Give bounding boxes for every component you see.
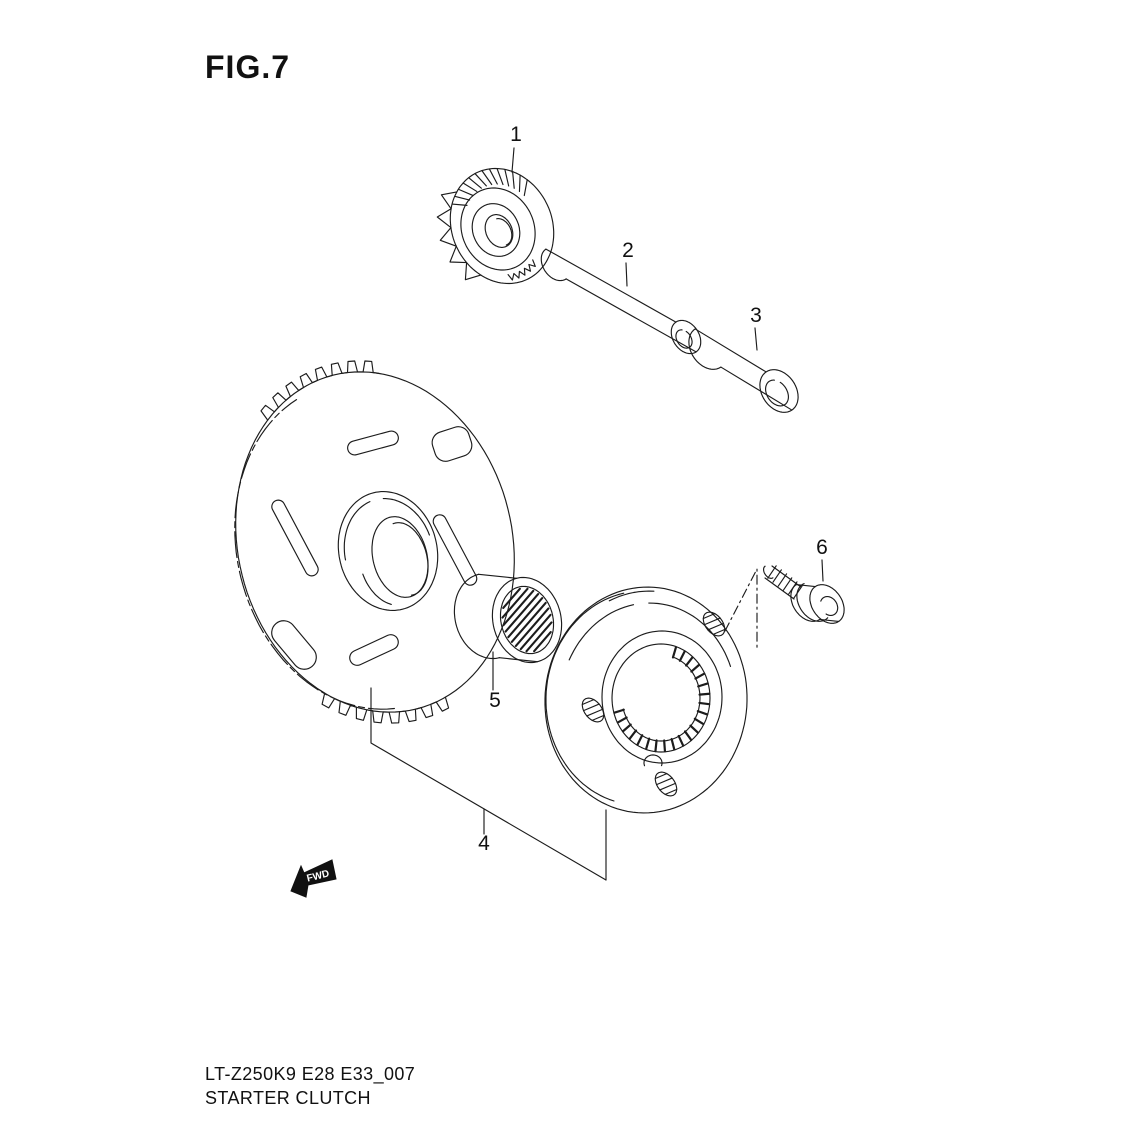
callout-part-1: 1 <box>510 123 522 146</box>
callout-part-4: 4 <box>478 832 490 855</box>
callout-part-2: 2 <box>622 239 634 262</box>
fwd-arrow: FWD <box>290 859 337 898</box>
figure-title: FIG.7 <box>205 49 290 85</box>
callout-part-3: 3 <box>750 304 762 327</box>
callout-part-6: 6 <box>816 536 828 559</box>
callout-part-5: 5 <box>489 689 501 712</box>
exploded-view-drawing <box>234 147 845 881</box>
footer-model-code: LT-Z250K9 E28 E33_007 <box>205 1064 415 1085</box>
fwd-label: FWD <box>306 868 331 884</box>
footer-figure-name: STARTER CLUTCH <box>205 1088 371 1108</box>
fwd-arrow-shape <box>290 859 337 898</box>
